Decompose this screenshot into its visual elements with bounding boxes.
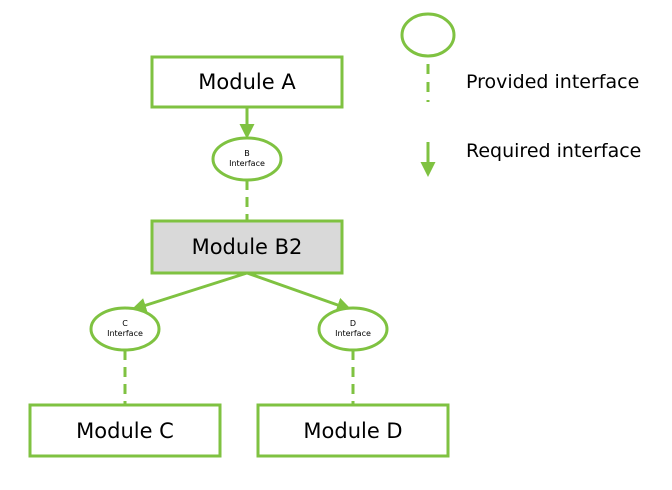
module-a: Module A	[150, 55, 344, 109]
required-link-b2-to-c-interface	[131, 271, 248, 313]
interface-d-circle	[317, 306, 389, 352]
legend-required-interface: Required interface	[420, 140, 641, 177]
interface-b-circle	[211, 136, 283, 182]
module-d: Module D	[256, 403, 450, 458]
provided-interface-circle-icon	[400, 12, 456, 58]
interface-c-circle	[89, 306, 161, 352]
interface-b-name: B	[244, 149, 250, 158]
module-a-box	[150, 55, 344, 109]
module-b2-box	[150, 219, 344, 275]
module-a-label: Module A	[198, 70, 296, 94]
module-c-box	[28, 403, 222, 458]
interface-c-type: Interface	[107, 329, 143, 338]
connectors	[123, 107, 355, 405]
module-b2-label: Module B2	[192, 235, 303, 259]
legend-provided-label: Provided interface	[466, 71, 639, 93]
interface-c: C Interface	[89, 306, 161, 352]
interface-c-name: C	[122, 319, 128, 328]
module-d-box	[256, 403, 450, 458]
interface-b: B Interface	[211, 136, 283, 182]
interface-d-name: D	[350, 319, 356, 328]
module-d-label: Module D	[303, 419, 402, 443]
module-c-label: Module C	[76, 419, 174, 443]
interface-b-type: Interface	[229, 159, 265, 168]
legend-required-label: Required interface	[466, 140, 641, 162]
required-link-b2-to-d-interface	[246, 271, 352, 313]
module-c: Module C	[28, 403, 222, 458]
legend-provided-interface: Provided interface	[400, 12, 639, 102]
interface-d: D Interface	[317, 306, 389, 352]
module-b2: Module B2	[150, 219, 344, 275]
interface-d-type: Interface	[335, 329, 371, 338]
legend: Provided interface Required interface	[400, 12, 641, 177]
